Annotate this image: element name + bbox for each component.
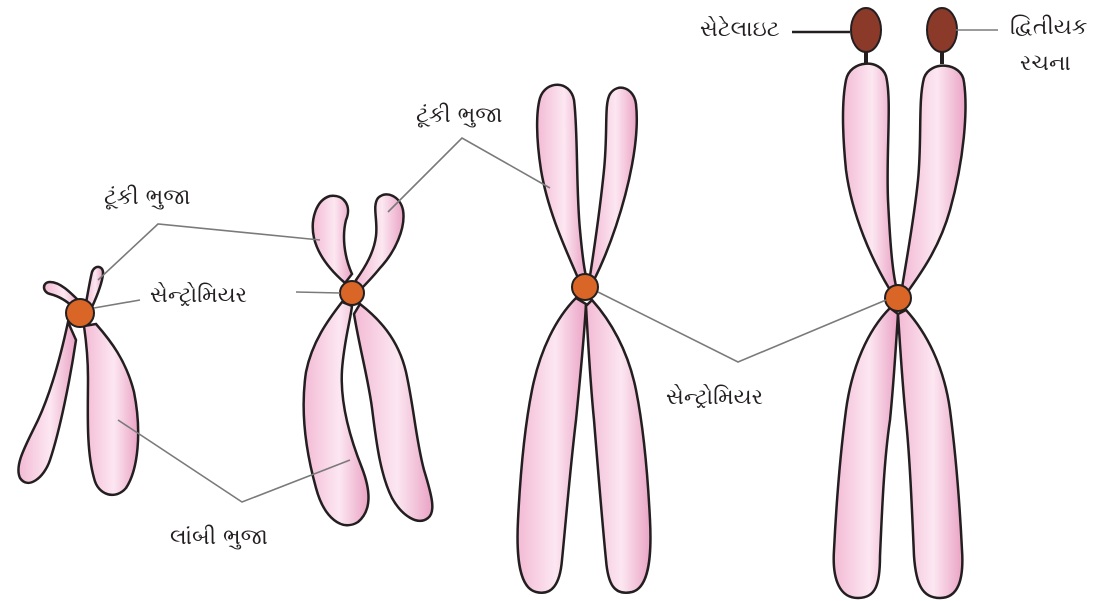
lower-arm-right <box>586 300 650 593</box>
chromosome-submetacentric <box>304 194 433 525</box>
lower-arm-left <box>518 298 586 593</box>
centromere-3 <box>572 274 598 300</box>
upper-arm-left <box>537 85 586 278</box>
upper-arm-right <box>590 88 637 280</box>
long-arm-right <box>84 324 138 495</box>
satellite-left <box>851 8 881 52</box>
leader-centromere-left-a <box>94 300 140 308</box>
centromere-1 <box>66 299 94 327</box>
label-secondary-structure-line2: રચના <box>1020 50 1071 78</box>
label-long-arm: લાંબી ભુજા <box>170 524 268 552</box>
label-short-arm-mid: ટૂંકી ભુજા <box>416 102 502 130</box>
chromosome-acrocentric <box>18 267 138 495</box>
label-secondary-structure-line1: દ્વિતીયક <box>1010 14 1087 42</box>
centromere-4 <box>885 285 911 311</box>
label-centromere-right: સેન્ટ્રોમિયર <box>666 384 763 412</box>
centromere-2 <box>340 281 364 305</box>
leader-centromere-right <box>598 292 886 362</box>
leader-short-arm-left <box>98 224 320 280</box>
lower-arm-left <box>834 308 898 598</box>
short-arm-right <box>356 194 403 292</box>
satellite-right <box>927 8 957 52</box>
long-arm-left <box>18 322 76 483</box>
chromosome-metacentric <box>518 85 651 593</box>
label-short-arm-left: ટૂંકી ભુજા <box>104 184 190 212</box>
upper-arm-left <box>843 64 896 290</box>
upper-arm-right <box>902 66 965 294</box>
leader-centromere-left-b <box>296 292 340 293</box>
chromosome-satellite <box>834 8 966 598</box>
label-satellite: સેટેલાઇટ <box>700 16 780 44</box>
leader-short-arm-mid <box>388 138 550 212</box>
lower-arm-right <box>898 310 962 598</box>
label-centromere-left: સેન્ટ્રોમિયર <box>150 282 247 310</box>
